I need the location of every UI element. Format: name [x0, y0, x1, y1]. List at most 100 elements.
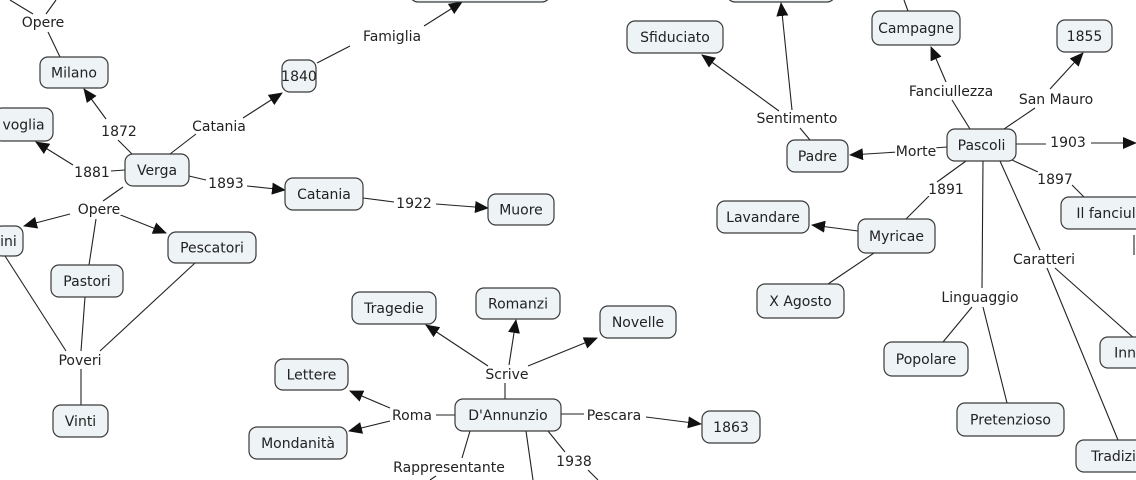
linking-phrase-l1897[interactable]: 1897	[1035, 170, 1075, 190]
concept-catania[interactable]: Catania	[284, 177, 364, 211]
linking-phrase-catania_l[interactable]: Catania	[190, 117, 248, 137]
concept-lavandare[interactable]: Lavandare	[716, 200, 810, 234]
linking-phrase-l1891[interactable]: 1891	[926, 180, 966, 200]
concept-box	[1075, 439, 1136, 473]
concept-dannunzio[interactable]: D'Annunzio	[454, 398, 562, 432]
linking-phrase-famiglia[interactable]: Famiglia	[361, 27, 423, 47]
concept-xagosto[interactable]: X Agosto	[756, 283, 845, 319]
concept-campagne[interactable]: Campagne	[871, 10, 961, 46]
concept-box	[599, 305, 677, 339]
linking-phrase-l1872[interactable]: 1872	[99, 122, 139, 142]
concept-label: 1840	[281, 69, 317, 85]
linking-phrase-roma[interactable]: Roma	[390, 406, 434, 426]
concept-y1863[interactable]: 1863	[701, 410, 761, 444]
concept-box	[454, 398, 562, 432]
concept-label: Myricae	[869, 229, 924, 245]
concept-box	[871, 10, 961, 46]
linking-phrase-scrive[interactable]: Scrive	[483, 365, 530, 385]
concept-box	[351, 291, 437, 325]
linking-phrase-l1893[interactable]: 1893	[206, 174, 246, 194]
concept-milano[interactable]: Milano	[39, 56, 109, 89]
concept-romanzi[interactable]: Romanzi	[475, 287, 561, 320]
line-connector	[188, 175, 207, 181]
concept-tradizionale[interactable]: Tradizi	[1075, 439, 1136, 473]
linking-phrase-opere[interactable]: Opere	[76, 200, 123, 220]
line-connector	[88, 218, 97, 266]
linking-phrase-pescara[interactable]: Pescara	[585, 406, 643, 426]
concept-vinti_left[interactable]: ini	[0, 225, 24, 257]
concept-popolare[interactable]: Popolare	[883, 341, 969, 377]
concept-box	[946, 128, 1017, 162]
linking-phrase-l1922[interactable]: 1922	[394, 194, 434, 214]
concept-box	[716, 200, 810, 234]
linking-phrase-morte[interactable]: Morte	[894, 142, 939, 162]
concept-pastori[interactable]: Pastori	[50, 264, 124, 298]
concept-y1855[interactable]: 1855	[1056, 19, 1113, 53]
concept-label: Padre	[798, 149, 837, 165]
concept-box	[626, 20, 724, 54]
concept-label: Milano	[51, 66, 97, 82]
concept-box	[701, 410, 761, 444]
arrow-connector	[1049, 52, 1084, 90]
concept-pretenzioso[interactable]: Pretenzioso	[956, 402, 1065, 437]
concept-fanciullino[interactable]: Il fanciul	[1060, 196, 1136, 230]
arrow-connector	[348, 420, 391, 434]
concept-y1840[interactable]: 1840	[281, 59, 317, 93]
linking-phrase-fanciullezza[interactable]: Fanciullezza	[907, 82, 995, 102]
concept-label: Inn	[1114, 346, 1136, 362]
concept-malavoglia[interactable]: voglia	[0, 107, 54, 142]
linking-phrase-sanmauro[interactable]: San Mauro	[1017, 90, 1095, 110]
concept-innovativo[interactable]: Inn	[1099, 336, 1136, 369]
concept-box	[1056, 19, 1113, 53]
line-connector	[80, 296, 86, 352]
concept-muore[interactable]: Muore	[487, 193, 555, 226]
linking-phrase-sentimento[interactable]: Sentimento	[755, 109, 840, 129]
concept-padre[interactable]: Padre	[786, 139, 849, 173]
concept-node-offscreen[interactable]	[410, 0, 550, 3]
concept-pescatori[interactable]: Pescatori	[167, 231, 257, 264]
concept-lettere[interactable]: Lettere	[274, 358, 349, 391]
concept-box	[284, 177, 364, 211]
linking-phrase-poveri[interactable]: Poveri	[56, 351, 103, 371]
linking-phrase-l1903[interactable]: 1903	[1048, 133, 1088, 153]
linking-phrase-caratteri[interactable]: Caratteri	[1011, 250, 1077, 270]
concept-box	[52, 404, 109, 438]
concept-box	[0, 107, 54, 142]
linking-phrase-rappresentante[interactable]: Rappresentante	[391, 458, 507, 478]
arrow-connector	[776, 2, 793, 111]
concept-node-offscreen[interactable]	[727, 0, 835, 3]
line-connector	[1003, 107, 1036, 130]
concept-mondanita[interactable]: Mondanità	[248, 426, 348, 460]
linking-phrase-l1938[interactable]: 1938	[554, 452, 594, 472]
concept-label: Popolare	[896, 352, 957, 368]
arrow-connector	[246, 182, 286, 195]
concept-box	[39, 56, 109, 89]
concept-pascoli[interactable]: Pascoli	[946, 128, 1017, 162]
concept-label: D'Annunzio	[468, 408, 548, 424]
concept-sfiduciato[interactable]: Sfiduciato	[626, 20, 724, 54]
linking-phrase-linguaggio[interactable]: Linguaggio	[939, 288, 1020, 308]
concept-vinti[interactable]: Vinti	[52, 404, 109, 438]
line-connector	[1011, 159, 1039, 173]
line-connector	[110, 169, 126, 172]
concept-label: Lettere	[287, 368, 337, 384]
concept-label: 1855	[1067, 29, 1103, 45]
line-connector	[102, 186, 124, 202]
concept-label: Il fanciul	[1076, 206, 1135, 222]
concept-verga[interactable]: Verga	[124, 153, 190, 187]
line-connector	[525, 430, 534, 480]
concept-myricae[interactable]: Myricae	[857, 218, 936, 254]
concept-label: Pastori	[63, 274, 110, 290]
concept-label: Mondanità	[261, 436, 335, 452]
linking-phrase-l1881[interactable]: 1881	[72, 163, 112, 183]
concept-tragedie[interactable]: Tragedie	[351, 291, 437, 325]
concept-label: X Agosto	[769, 294, 831, 310]
concept-box	[274, 358, 349, 391]
concept-novelle[interactable]: Novelle	[599, 305, 677, 339]
line-connector	[47, 31, 61, 58]
arrow-connector	[701, 54, 780, 112]
linking-phrase-opere_top[interactable]: Opere	[20, 13, 67, 33]
line-connector	[45, 0, 57, 15]
